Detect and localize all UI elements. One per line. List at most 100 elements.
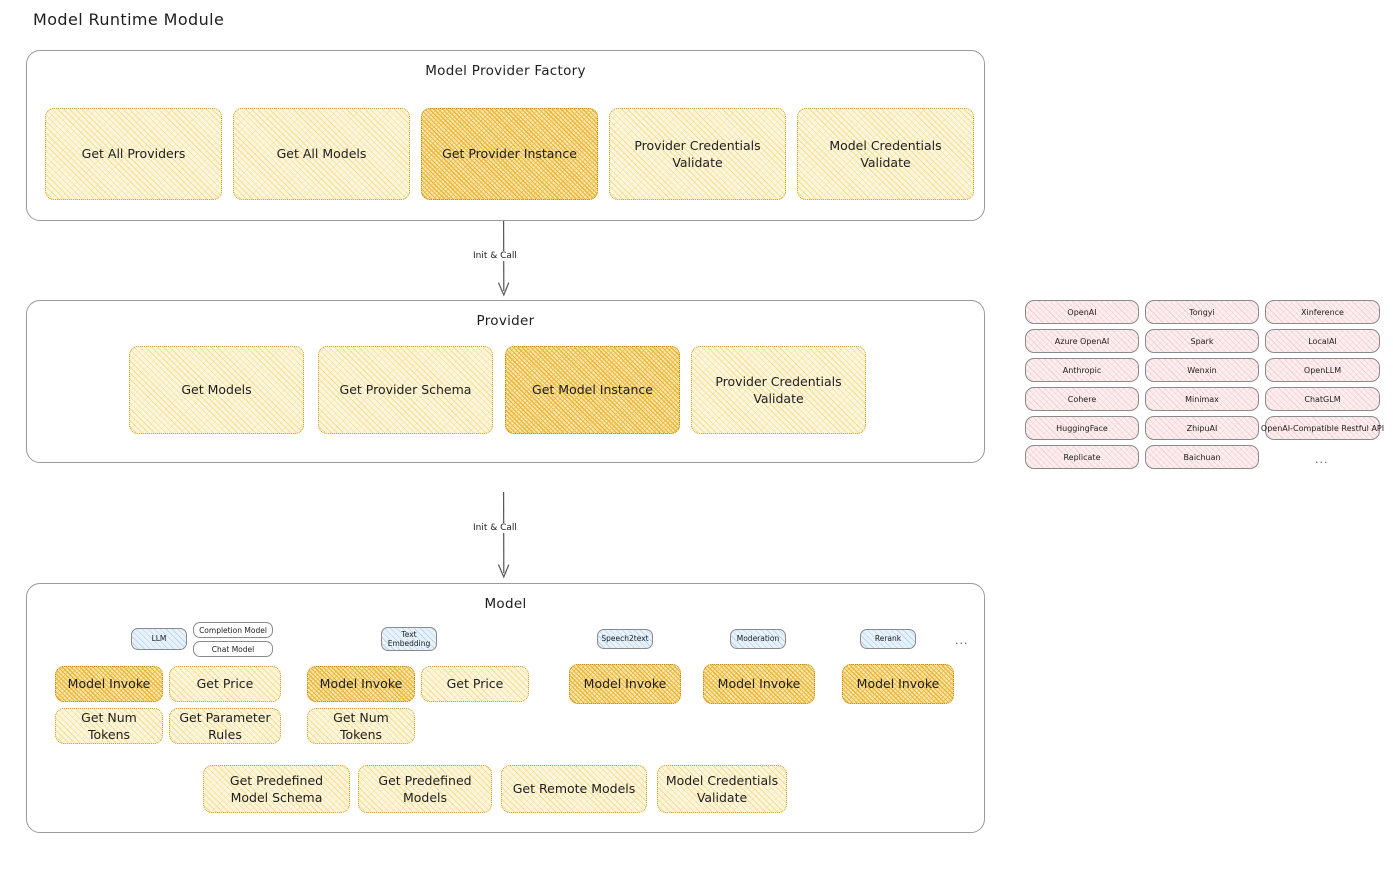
provider-chip-anthropic[interactable]: Anthropic — [1025, 358, 1139, 382]
provider-chip-tongyi[interactable]: Tongyi — [1145, 300, 1259, 324]
model-type-chip-rerank[interactable]: Rerank — [860, 629, 916, 649]
provider-chip-label: Spark — [1190, 336, 1214, 346]
provider-box-get-provider-schema[interactable]: Get Provider Schema — [318, 346, 493, 434]
rerank-action-model-invoke[interactable]: Model Invoke — [842, 664, 954, 704]
connector-1-label: Init & Call — [470, 251, 520, 261]
text-embedding-action-get-num-tokens[interactable]: Get Num Tokens — [307, 708, 415, 744]
model-provider-factory-card: Model Provider Factory Get All Providers… — [26, 50, 985, 221]
factory-box-get-all-models[interactable]: Get All Models — [233, 108, 410, 200]
factory-box-get-all-providers[interactable]: Get All Providers — [45, 108, 222, 200]
provider-chip-spark[interactable]: Spark — [1145, 329, 1259, 353]
model-title: Model — [484, 596, 527, 612]
action-label: Get Remote Models — [512, 781, 636, 797]
provider-chip-cohere[interactable]: Cohere — [1025, 387, 1139, 411]
provider-box-label: Provider Credentials Validate — [715, 373, 842, 406]
connector-2-label: Init & Call — [470, 523, 520, 533]
provider-card: Provider Get Models Get Provider Schema … — [26, 300, 1000, 478]
action-label: Get Price — [196, 676, 254, 692]
action-label: Get Num Tokens — [81, 709, 137, 742]
provider-chip-label: OpenAI-Compatible Restful API — [1260, 423, 1385, 433]
action-label: Model Credentials Validate — [665, 772, 779, 805]
llm-action-model-invoke[interactable]: Model Invoke — [55, 666, 163, 702]
provider-box-label: Get Model Instance — [532, 382, 653, 398]
provider-chip-openllm[interactable]: OpenLLM — [1265, 358, 1380, 382]
provider-chip-label: Baichuan — [1183, 452, 1221, 462]
text-embedding-action-model-invoke[interactable]: Model Invoke — [307, 666, 415, 702]
provider-chip-openai[interactable]: OpenAI — [1025, 300, 1139, 324]
model-subtype-chip-label: Chat Model — [211, 644, 255, 654]
provider-chip-label: Cohere — [1067, 394, 1097, 404]
provider-chip-zhipuai[interactable]: ZhipuAI — [1145, 416, 1259, 440]
action-label: Model Invoke — [583, 676, 667, 692]
provider-chip-label: Xinference — [1301, 307, 1344, 317]
model-common-action-get-predefined-models[interactable]: Get Predefined Models — [358, 765, 492, 813]
model-type-chip-llm[interactable]: LLM — [131, 628, 187, 650]
provider-box-provider-credentials-validate[interactable]: Provider Credentials Validate — [691, 346, 866, 434]
speech2text-action-model-invoke[interactable]: Model Invoke — [569, 664, 681, 704]
factory-box-provider-credentials-validate[interactable]: Provider Credentials Validate — [609, 108, 786, 200]
model-type-chip-speech2text[interactable]: Speech2text — [597, 629, 653, 649]
provider-box-get-model-instance[interactable]: Get Model Instance — [505, 346, 680, 434]
action-label: Get Predefined Models — [378, 772, 472, 805]
model-card: Model LLM Completion Model Chat Model Mo… — [26, 583, 1000, 848]
provider-chip-baichuan[interactable]: Baichuan — [1145, 445, 1259, 469]
page-title: Model Runtime Module — [33, 10, 225, 29]
factory-box-get-provider-instance[interactable]: Get Provider Instance — [421, 108, 598, 200]
provider-chip-label: Minimax — [1185, 394, 1219, 404]
model-type-chip-label: LLM — [151, 634, 167, 644]
model-types-more-ellipsis: ... — [955, 634, 969, 647]
provider-chip-azure-openai[interactable]: Azure OpenAI — [1025, 329, 1139, 353]
factory-box-label: Provider Credentials Validate — [634, 137, 761, 170]
provider-chip-label: OpenLLM — [1303, 365, 1342, 375]
factory-box-model-credentials-validate[interactable]: Model Credentials Validate — [797, 108, 974, 200]
model-subtype-chip-chat-model[interactable]: Chat Model — [193, 641, 273, 657]
action-label: Get Parameter Rules — [179, 709, 271, 742]
action-label: Model Invoke — [856, 676, 940, 692]
provider-chip-xinference[interactable]: Xinference — [1265, 300, 1380, 324]
provider-list-more-ellipsis: ... — [1315, 453, 1329, 466]
connector-arrow-provider-to-model — [498, 492, 510, 579]
provider-chip-label: LocalAI — [1308, 336, 1337, 346]
factory-box-label: Get All Models — [276, 146, 367, 162]
model-type-chip-moderation[interactable]: Moderation — [730, 629, 786, 649]
action-label: Get Predefined Model Schema — [229, 772, 324, 805]
model-type-chip-label: Moderation — [736, 634, 780, 644]
provider-chip-minimax[interactable]: Minimax — [1145, 387, 1259, 411]
factory-box-label: Get Provider Instance — [442, 146, 577, 162]
model-common-action-get-remote-models[interactable]: Get Remote Models — [501, 765, 647, 813]
factory-box-label: Model Credentials Validate — [829, 137, 942, 170]
model-type-chip-label: Speech2text — [601, 634, 649, 644]
provider-chip-label: Replicate — [1063, 452, 1101, 462]
action-label: Model Invoke — [319, 676, 403, 692]
factory-box-label: Get All Providers — [81, 146, 186, 162]
provider-chip-label: Azure OpenAI — [1054, 336, 1110, 346]
provider-chip-label: Anthropic — [1062, 365, 1102, 375]
llm-action-get-price[interactable]: Get Price — [169, 666, 281, 702]
provider-box-get-models[interactable]: Get Models — [129, 346, 304, 434]
provider-title: Provider — [476, 313, 535, 329]
provider-chip-label: ChatGLM — [1304, 394, 1341, 404]
provider-list: OpenAI Azure OpenAI Anthropic Cohere Hug… — [1025, 300, 1384, 475]
moderation-action-model-invoke[interactable]: Model Invoke — [703, 664, 815, 704]
model-common-action-get-predefined-model-schema[interactable]: Get Predefined Model Schema — [203, 765, 350, 813]
action-label: Get Price — [446, 676, 504, 692]
provider-chip-replicate[interactable]: Replicate — [1025, 445, 1139, 469]
provider-chip-label: OpenAI — [1067, 307, 1097, 317]
model-common-action-model-credentials-validate[interactable]: Model Credentials Validate — [657, 765, 787, 813]
model-subtype-chip-completion-model[interactable]: Completion Model — [193, 622, 273, 638]
provider-chip-openai-compatible-restful-api[interactable]: OpenAI-Compatible Restful API — [1261, 416, 1384, 440]
llm-action-get-parameter-rules[interactable]: Get Parameter Rules — [169, 708, 281, 744]
provider-chip-label: HuggingFace — [1056, 423, 1108, 433]
model-type-chip-label: Rerank — [874, 634, 902, 644]
provider-chip-localai[interactable]: LocalAI — [1265, 329, 1380, 353]
model-provider-factory-title: Model Provider Factory — [425, 63, 586, 79]
model-type-chip-text-embedding[interactable]: Text Embedding — [381, 627, 437, 651]
provider-chip-label: Wenxin — [1187, 365, 1217, 375]
llm-action-get-num-tokens[interactable]: Get Num Tokens — [55, 708, 163, 744]
provider-chip-huggingface[interactable]: HuggingFace — [1025, 416, 1139, 440]
provider-chip-wenxin[interactable]: Wenxin — [1145, 358, 1259, 382]
provider-chip-chatglm[interactable]: ChatGLM — [1265, 387, 1380, 411]
action-label: Model Invoke — [67, 676, 151, 692]
text-embedding-action-get-price[interactable]: Get Price — [421, 666, 529, 702]
provider-box-label: Get Provider Schema — [339, 382, 472, 398]
